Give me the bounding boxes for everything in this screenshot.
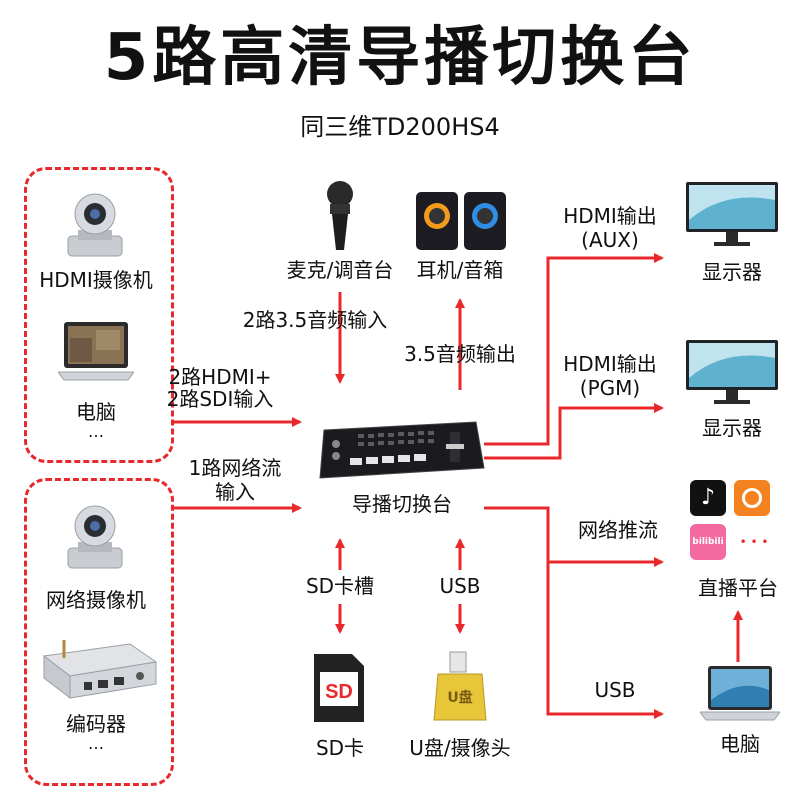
usb-disk-icon: U盘 (433, 651, 487, 721)
encoder-label: 编码器 (66, 712, 126, 736)
monitor-pgm-icon (686, 340, 778, 404)
pc-label: 电脑 (720, 732, 760, 756)
stream-label: 网络推流 (578, 518, 658, 542)
page-title: 5路高清导播切换台 (103, 21, 697, 95)
kuaishou-icon (734, 480, 770, 516)
speaker-icon (416, 192, 506, 250)
audio-output-label: 3.5音频输出 (404, 342, 516, 366)
hdmi-sdi-input-label-line2: 2路SDI输入 (166, 387, 274, 411)
usb-disk-label: U盘/摄像头 (409, 736, 511, 760)
network-input-label-line1: 1路网络流 (188, 456, 282, 480)
network-input-label-line2: 输入 (215, 480, 255, 504)
speaker-label: 耳机/音箱 (416, 258, 504, 282)
sd-card-icon: SD (314, 654, 364, 722)
network-input-label: 1路网络流 输入 (170, 456, 300, 504)
pgm-output-label-line1: HDMI输出 (563, 352, 657, 376)
aux-output-label-line1: HDMI输出 (563, 204, 657, 228)
pgm-output-label-line2: (PGM) (579, 376, 641, 400)
usb-to-pc-label: USB (594, 678, 636, 702)
monitor-aux-label: 显示器 (702, 260, 762, 284)
live-platform-label: 直播平台 (698, 576, 778, 600)
microphone-icon (327, 181, 353, 250)
laptop-icon (58, 322, 134, 381)
pc-laptop-icon (700, 666, 780, 721)
switcher-device-icon (319, 421, 485, 479)
hdmi-sdi-input-label-line1: 2路HDMI+ (168, 365, 272, 389)
hdmi-sdi-input-label: 2路HDMI+ 2路SDI输入 (150, 366, 290, 410)
wire-usb-pc (546, 510, 664, 719)
wire-aux (484, 253, 664, 446)
encoder-icon (42, 640, 158, 700)
laptop-label: 电脑 (76, 400, 116, 424)
network-camera-label: 网络摄像机 (46, 588, 146, 612)
wire-pgm (484, 403, 664, 460)
more-inputs-ellipsis: … (88, 422, 104, 441)
switcher-label: 导播切换台 (352, 492, 452, 516)
ptz-camera-icon (67, 193, 123, 257)
network-camera-icon (67, 505, 123, 569)
aux-output-label: HDMI输出 (AUX) (560, 204, 660, 252)
aux-output-label-line2: (AUX) (581, 228, 639, 252)
usb-disk-text: U盘 (447, 689, 472, 706)
input-group-hdmi (24, 167, 174, 463)
sd-card-text: SD (325, 681, 353, 703)
usb-label: USB (439, 574, 481, 598)
page-subtitle: 同三维TD200HS4 (300, 113, 500, 141)
pgm-output-label: HDMI输出 (PGM) (560, 352, 660, 400)
monitor-pgm-label: 显示器 (702, 416, 762, 440)
sd-slot-label: SD卡槽 (305, 574, 375, 598)
tiktok-icon: ♪ (690, 480, 726, 516)
more-network-inputs-ellipsis: … (88, 734, 104, 753)
bilibili-icon: bilibili (690, 524, 726, 560)
mic-label: 麦克/调音台 (286, 258, 394, 282)
sd-card-label: SD卡 (315, 736, 365, 760)
hdmi-camera-label: HDMI摄像机 (39, 268, 153, 292)
monitor-aux-icon (686, 182, 778, 246)
audio-input-label: 2路3.5音频输入 (242, 308, 388, 332)
more-apps-icon: • • • (739, 535, 769, 549)
input-group-network (24, 478, 174, 786)
